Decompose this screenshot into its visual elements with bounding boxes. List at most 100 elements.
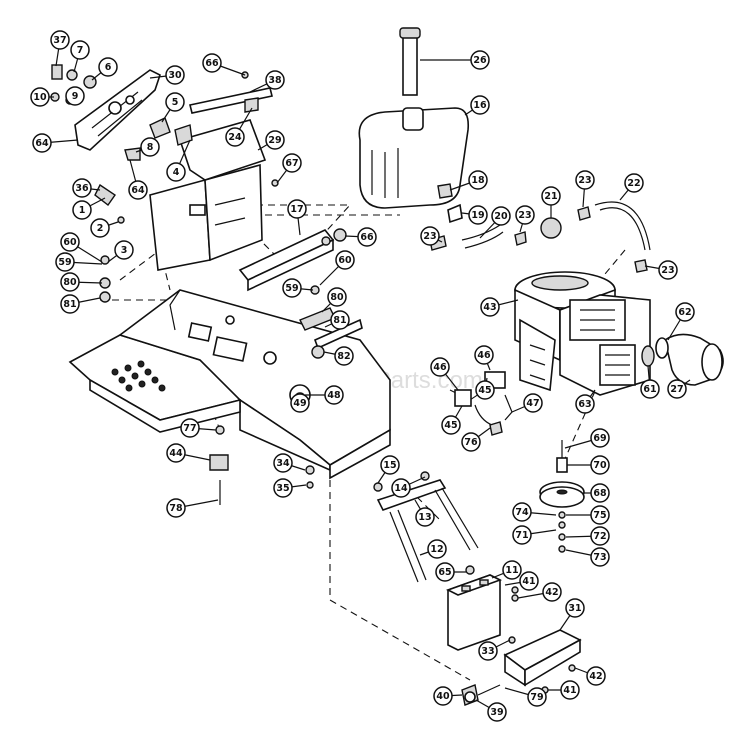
- callout-19: 19: [468, 205, 488, 225]
- fuel-line-parts: [429, 183, 651, 273]
- callout-circle: [327, 287, 347, 307]
- callout-48: 48: [324, 385, 344, 405]
- callout-number: 17: [290, 204, 303, 215]
- callout-13: 13: [415, 507, 435, 527]
- callout-31: 31: [565, 598, 585, 618]
- callout-number: 23: [518, 210, 531, 221]
- dash-panel: [149, 119, 267, 271]
- callout-number: 78: [169, 503, 183, 514]
- callout-circle: [575, 170, 595, 190]
- callout-21: 21: [541, 186, 561, 206]
- callout-number: 59: [285, 283, 298, 294]
- callout-circle: [70, 40, 90, 60]
- callout-16: 16: [470, 95, 490, 115]
- callout-circle: [542, 582, 562, 602]
- callout-circle: [50, 30, 70, 50]
- footrest-holes: [111, 360, 166, 392]
- callout-77: 77: [180, 418, 200, 438]
- callout-81: 81: [330, 310, 350, 330]
- callout-circle: [640, 379, 660, 399]
- callout-76: 76: [461, 432, 481, 452]
- callout-number: 74: [515, 507, 529, 518]
- callout-number: 37: [53, 35, 66, 46]
- callout-circle: [60, 294, 80, 314]
- callout-circle: [273, 453, 293, 473]
- callout-number: 44: [169, 448, 183, 459]
- callout-number: 71: [515, 530, 528, 541]
- callout-46: 46: [430, 357, 450, 377]
- callout-circle: [475, 380, 495, 400]
- callout-circle: [478, 641, 498, 661]
- callout-number: 20: [494, 211, 508, 222]
- callout-12: 12: [427, 539, 447, 559]
- callout-circle: [441, 415, 461, 435]
- callout-circle: [202, 53, 222, 73]
- callout-71: 71: [512, 525, 532, 545]
- callout-72: 72: [590, 526, 610, 546]
- callout-1: 1: [72, 200, 92, 220]
- callout-number: 77: [183, 423, 196, 434]
- callout-number: 33: [481, 646, 494, 657]
- callout-number: 79: [530, 692, 543, 703]
- callout-4: 4: [166, 162, 186, 182]
- callout-23: 23: [575, 170, 595, 190]
- callout-68: 68: [590, 483, 610, 503]
- callout-circle: [140, 137, 160, 157]
- callout-37: 37: [50, 30, 70, 50]
- callout-circle: [282, 153, 302, 173]
- callout-14: 14: [391, 478, 411, 498]
- callout-29: 29: [265, 130, 285, 150]
- callout-41: 41: [560, 680, 580, 700]
- callout-number: 42: [545, 587, 558, 598]
- callout-number: 16: [473, 100, 487, 111]
- callout-circle: [330, 310, 350, 330]
- callout-circle: [624, 173, 644, 193]
- callout-number: 34: [276, 458, 290, 469]
- callout-circle: [667, 379, 687, 399]
- callout-43: 43: [480, 297, 500, 317]
- callout-8: 8: [140, 137, 160, 157]
- callout-number: 18: [471, 175, 485, 186]
- callout-number: 5: [172, 97, 179, 108]
- callout-number: 73: [593, 552, 606, 563]
- callout-63: 63: [575, 394, 595, 414]
- callout-circle: [512, 502, 532, 522]
- callout-circle: [491, 206, 511, 226]
- callout-circle: [55, 252, 75, 272]
- callout-number: 23: [423, 231, 436, 242]
- callout-number: 45: [444, 420, 457, 431]
- callout-number: 30: [168, 70, 182, 81]
- callout-circle: [60, 272, 80, 292]
- callout-60: 60: [60, 232, 80, 252]
- callout-64: 64: [32, 133, 52, 153]
- callout-40: 40: [433, 686, 453, 706]
- callout-number: 82: [337, 351, 350, 362]
- callout-circle: [60, 232, 80, 252]
- callout-circle: [523, 393, 543, 413]
- callout-number: 6: [105, 62, 112, 73]
- callout-circle: [575, 394, 595, 414]
- callout-circle: [487, 702, 507, 722]
- callout-number: 67: [285, 158, 298, 169]
- callout-6: 6: [98, 57, 118, 77]
- callout-number: 81: [63, 299, 76, 310]
- engine: [514, 271, 651, 396]
- callout-number: 8: [147, 142, 154, 153]
- hardware-parts: [50, 64, 363, 505]
- callout-45: 45: [475, 380, 495, 400]
- callout-10: 10: [30, 87, 50, 107]
- callout-80: 80: [327, 287, 347, 307]
- callout-number: 15: [383, 460, 396, 471]
- callout-24: 24: [225, 127, 245, 147]
- air-cleaner: [641, 333, 724, 386]
- callout-number: 4: [173, 167, 180, 178]
- callout-number: 23: [661, 265, 674, 276]
- callout-3: 3: [114, 240, 134, 260]
- callout-47: 47: [523, 393, 543, 413]
- callout-circle: [265, 130, 285, 150]
- callout-circle: [273, 478, 293, 498]
- callout-44: 44: [166, 443, 186, 463]
- callout-number: 22: [627, 178, 640, 189]
- callout-number: 27: [670, 384, 683, 395]
